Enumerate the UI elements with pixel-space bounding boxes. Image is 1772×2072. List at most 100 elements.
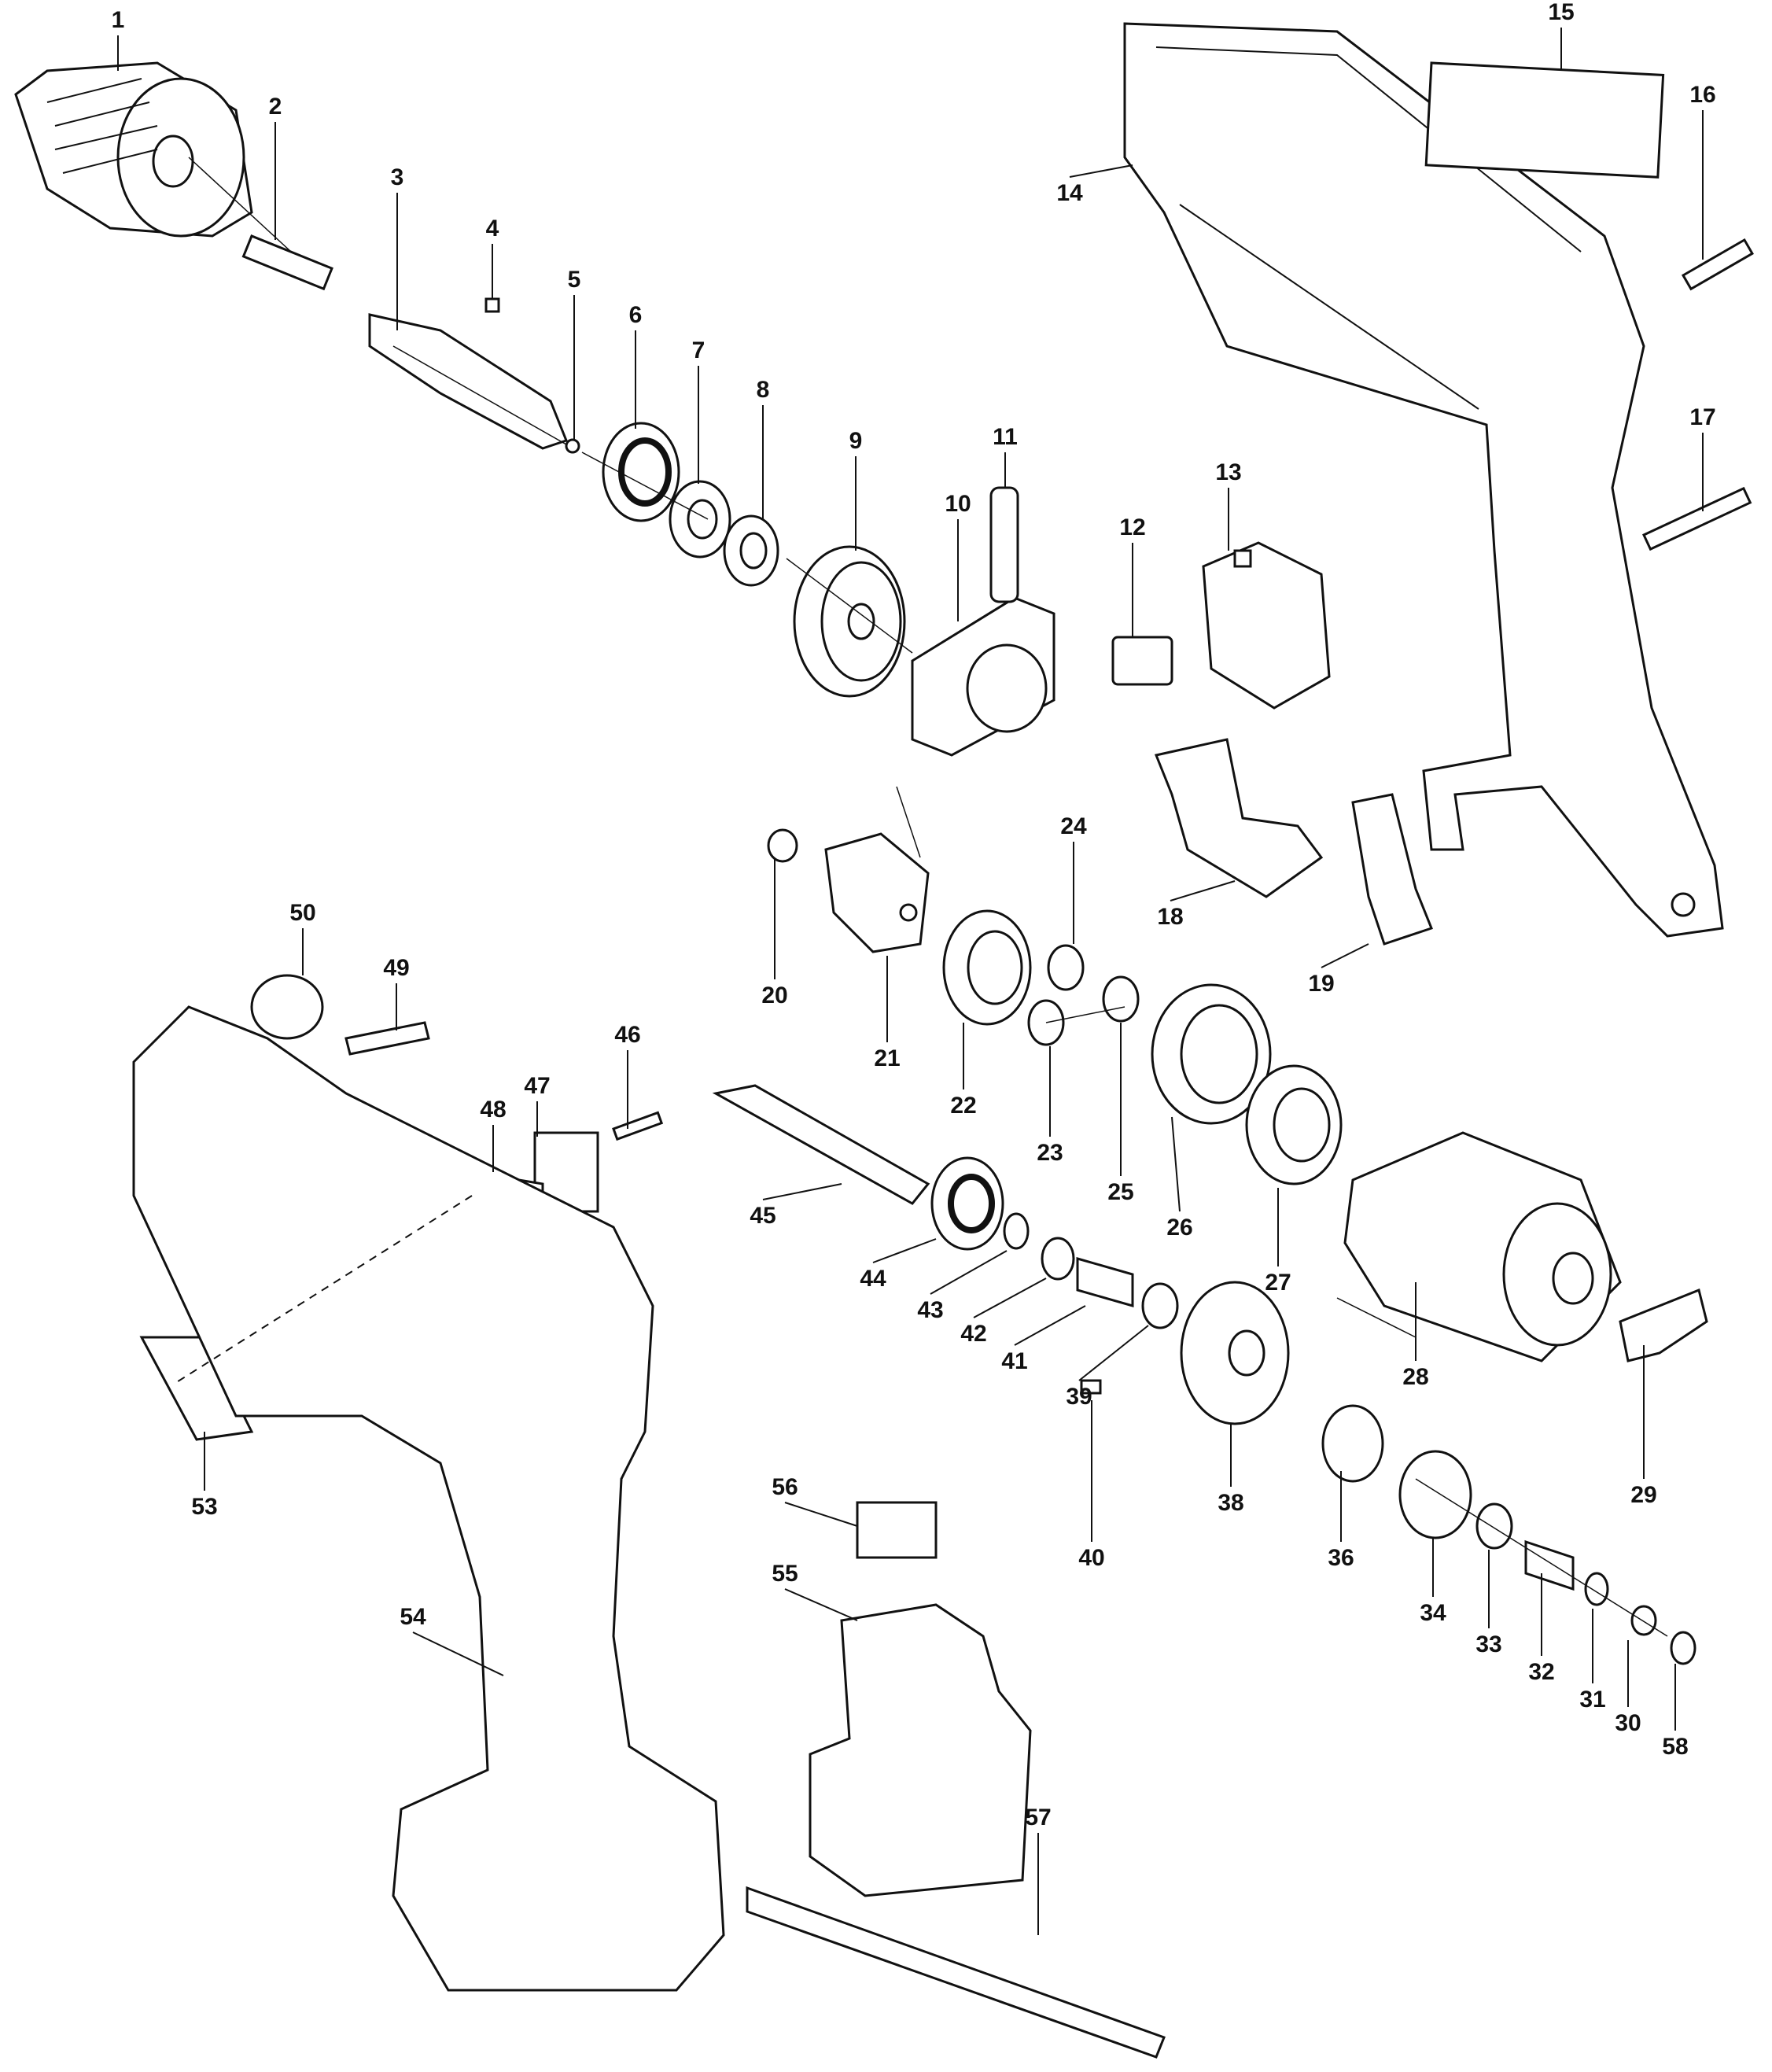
leader-line	[1171, 1116, 1181, 1212]
callout-3: 3	[391, 164, 404, 330]
callout-16: 16	[1689, 82, 1716, 260]
part-number-label: 47	[524, 1073, 550, 1099]
callout-25: 25	[1107, 1023, 1134, 1205]
callout-28: 28	[1402, 1282, 1429, 1390]
callout-40: 40	[1078, 1400, 1105, 1571]
part-number-label: 34	[1420, 1600, 1446, 1626]
part-number-label: 27	[1265, 1270, 1291, 1296]
callout-2: 2	[269, 94, 282, 240]
callout-9: 9	[849, 428, 863, 551]
callout-24: 24	[1060, 813, 1087, 944]
part-number-label: 29	[1630, 1482, 1656, 1508]
callout-47: 47	[524, 1073, 551, 1137]
part-number-label: 14	[1056, 180, 1083, 206]
part-43-retaining-clip	[1003, 1212, 1030, 1250]
part-12-lever	[1111, 636, 1173, 686]
part-25-planet-gear	[1102, 975, 1140, 1023]
callout-21: 21	[874, 956, 901, 1071]
part-number-label: 8	[757, 377, 770, 403]
callout-42: 42	[960, 1277, 1047, 1347]
part-drawings	[14, 22, 1754, 2059]
leader-line	[973, 1277, 1047, 1318]
part-number-label: 3	[391, 164, 404, 190]
part-number-label: 11	[993, 424, 1018, 450]
callout-1: 1	[112, 7, 124, 71]
part-number-label: 24	[1060, 813, 1087, 839]
part-49-spring-plate	[344, 1021, 430, 1056]
part-8-washer	[723, 514, 779, 587]
callout-46: 46	[614, 1022, 641, 1129]
part-number-label: 45	[750, 1203, 775, 1229]
part-44-bearing	[930, 1156, 1004, 1251]
part-number-label: 5	[568, 267, 581, 293]
part-number-label: 38	[1218, 1490, 1243, 1516]
part-number-label: 15	[1548, 0, 1574, 25]
callout-54: 54	[400, 1604, 504, 1676]
part-15-label	[1424, 61, 1665, 179]
callout-13: 13	[1215, 459, 1242, 551]
leader-line	[784, 1502, 858, 1527]
part-number-label: 44	[860, 1266, 886, 1292]
part-2-screw	[241, 234, 333, 291]
part-56-terminal	[856, 1501, 938, 1559]
callout-38: 38	[1218, 1424, 1244, 1516]
part-28-motor	[1343, 1131, 1622, 1362]
part-24-planet-gear	[1047, 944, 1085, 991]
callout-56: 56	[772, 1474, 858, 1527]
callout-10: 10	[945, 491, 971, 621]
part-53-button	[139, 1336, 254, 1441]
part-30-sleeve	[1630, 1605, 1657, 1636]
part-50-knob	[250, 974, 324, 1040]
part-11-pin	[989, 486, 1019, 603]
callout-19: 19	[1308, 943, 1369, 997]
callout-31: 31	[1579, 1609, 1606, 1713]
part-number-label: 12	[1119, 514, 1145, 540]
leader-line	[1078, 1325, 1149, 1381]
leader-line	[872, 1238, 937, 1263]
callout-45: 45	[750, 1183, 842, 1229]
callout-labels: 1234567891011121314151617181920212223242…	[112, 0, 1716, 1935]
part-31-washer	[1584, 1572, 1609, 1606]
part-41-spring	[1076, 1257, 1134, 1307]
callout-7: 7	[692, 337, 705, 484]
callout-12: 12	[1119, 514, 1146, 637]
part-number-label: 26	[1166, 1215, 1192, 1241]
leader-line	[930, 1250, 1008, 1295]
part-18-bracket	[1154, 738, 1324, 898]
part-57-strap	[746, 1886, 1166, 2059]
callout-14: 14	[1056, 164, 1133, 206]
leader-line	[1069, 164, 1133, 178]
part-number-label: 4	[486, 216, 499, 241]
part-6-bearing	[602, 422, 680, 522]
part-number-label: 56	[772, 1474, 798, 1500]
part-number-label: 9	[849, 428, 863, 454]
callout-36: 36	[1328, 1471, 1354, 1571]
part-number-label: 6	[629, 302, 643, 328]
part-58-washer	[1670, 1631, 1696, 1665]
callout-57: 57	[1025, 1805, 1052, 1935]
part-3-spindle	[368, 313, 568, 450]
callout-39: 39	[1066, 1325, 1149, 1410]
part-45-shaft	[712, 1084, 930, 1205]
part-number-label: 30	[1615, 1710, 1641, 1736]
part-14-housing-half	[1123, 22, 1724, 938]
callout-4: 4	[486, 216, 499, 299]
callout-11: 11	[993, 424, 1018, 488]
part-34-gear	[1398, 1450, 1472, 1539]
callout-29: 29	[1630, 1345, 1657, 1508]
callout-33: 33	[1475, 1550, 1502, 1657]
part-number-label: 43	[917, 1297, 943, 1323]
part-number-label: 21	[874, 1045, 900, 1071]
part-13-switch	[1202, 541, 1331, 710]
part-number-label: 25	[1107, 1179, 1133, 1205]
part-21-planet-carrier	[824, 832, 930, 953]
assembly-axis-lines	[188, 157, 1668, 1637]
callout-15: 15	[1548, 0, 1575, 71]
part-7-washer	[669, 480, 731, 559]
part-20-bushing	[767, 828, 798, 863]
callout-8: 8	[757, 377, 770, 519]
part-22-ring	[942, 909, 1032, 1026]
callout-6: 6	[629, 302, 643, 429]
part-26-ring-gear	[1151, 983, 1272, 1125]
